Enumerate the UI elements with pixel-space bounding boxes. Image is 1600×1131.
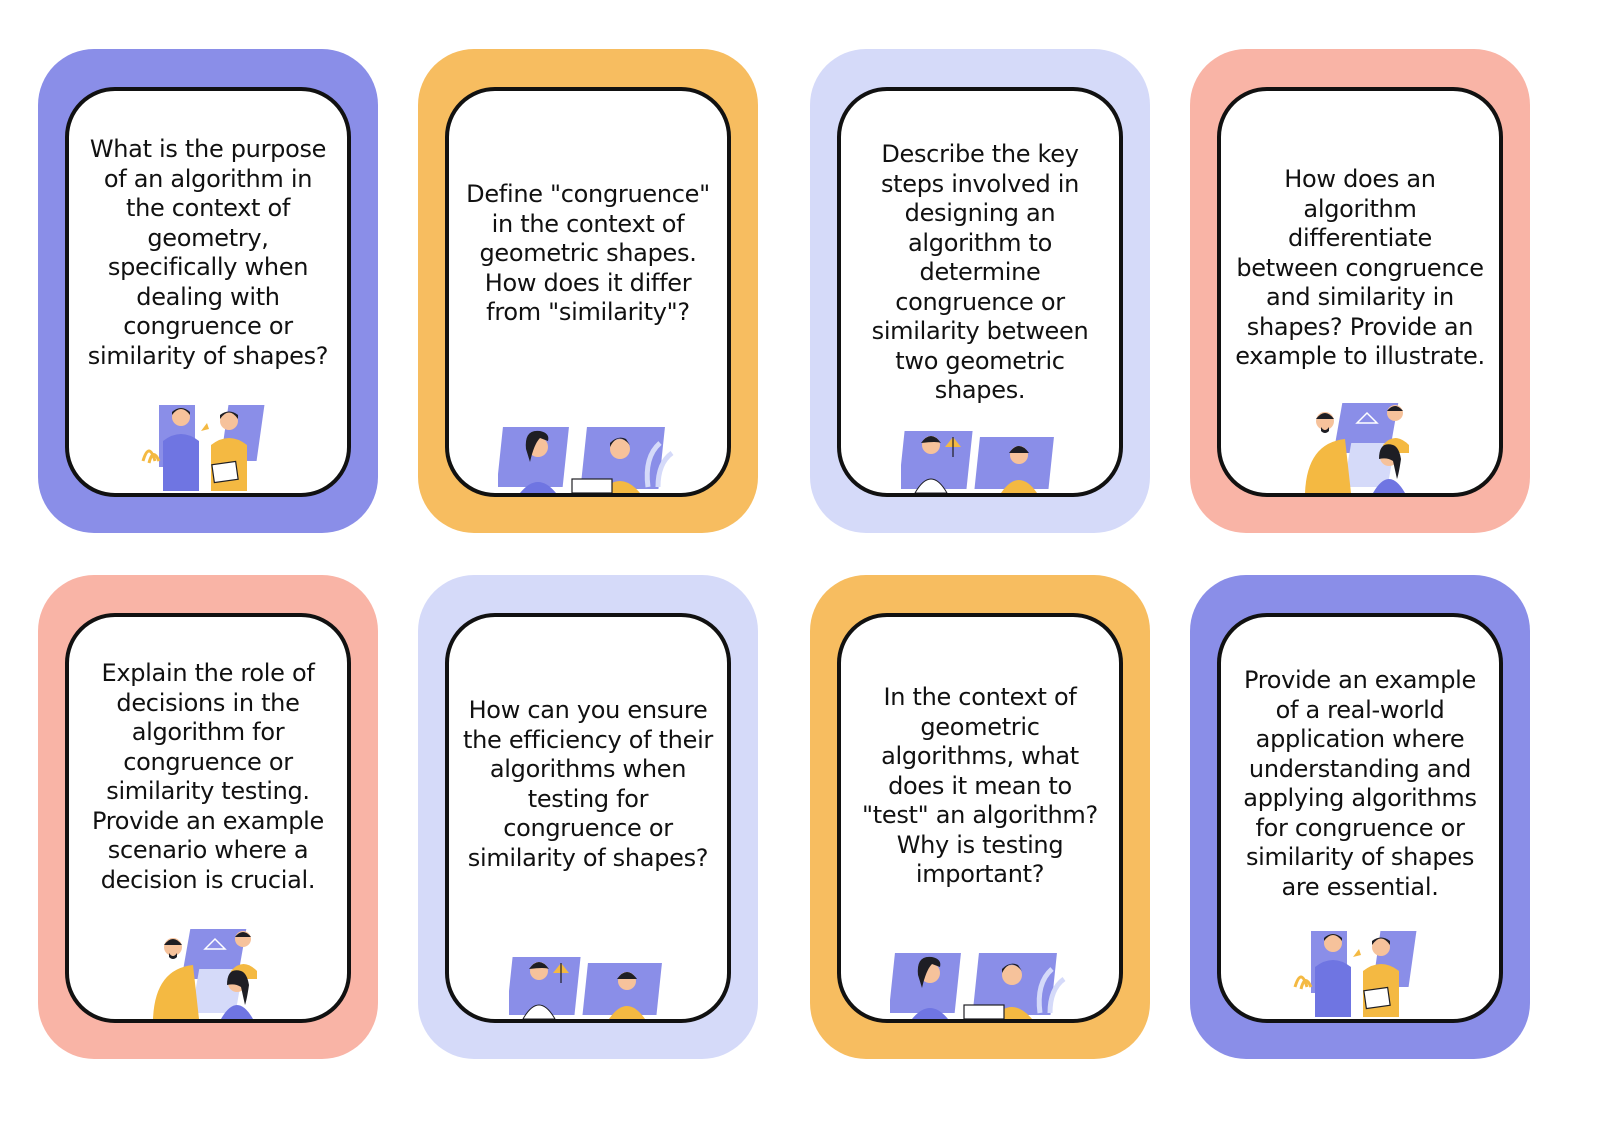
online-lesson-icon [509,957,662,1019]
two-people-discussing-icon [141,405,265,491]
card-question-text: Describe the key steps involved in desig… [871,140,1089,404]
group-geometry-study-icon [1305,403,1409,493]
question-card-2: Define "congruence" in the context of ge… [418,49,758,533]
card-face: Explain the role of decisions in the alg… [65,613,351,1023]
question-card-3: Describe the key steps involved in desig… [810,49,1150,533]
card-question-text: How can you ensure the efficiency of the… [463,696,713,872]
card-question-text: Define "congruence" in the context of ge… [466,180,710,326]
question-card-8: Provide an example of a real-world appli… [1190,575,1530,1059]
card-face: Describe the key steps involved in desig… [837,87,1123,497]
card-question-text: Explain the role of decisions in the alg… [91,659,325,894]
two-people-discussing-icon [1293,931,1417,1017]
card-question-text: Provide an example of a real-world appli… [1243,666,1477,901]
card-face: What is the purpose of an algorithm in t… [65,87,351,497]
card-question-text: What is the purpose of an algorithm in t… [87,135,329,370]
card-face: In the context of geometric algorithms, … [837,613,1123,1023]
card-face: Provide an example of a real-world appli… [1217,613,1503,1023]
card-face: How does an algorithm differentiate betw… [1217,87,1503,497]
card-face: Define "congruence" in the context of ge… [445,87,731,497]
question-card-1: What is the purpose of an algorithm in t… [38,49,378,533]
question-card-4: How does an algorithm differentiate betw… [1190,49,1530,533]
question-card-6: How can you ensure the efficiency of the… [418,575,758,1059]
group-geometry-study-icon [153,929,257,1019]
online-lesson-icon [901,431,1054,493]
card-question-text: In the context of geometric algorithms, … [862,683,1098,888]
card-question-text: How does an algorithm differentiate betw… [1235,165,1485,370]
two-people-video-call-icon [498,427,674,493]
question-card-5: Explain the role of decisions in the alg… [38,575,378,1059]
question-card-7: In the context of geometric algorithms, … [810,575,1150,1059]
two-people-video-call-icon [890,953,1066,1019]
card-face: How can you ensure the efficiency of the… [445,613,731,1023]
